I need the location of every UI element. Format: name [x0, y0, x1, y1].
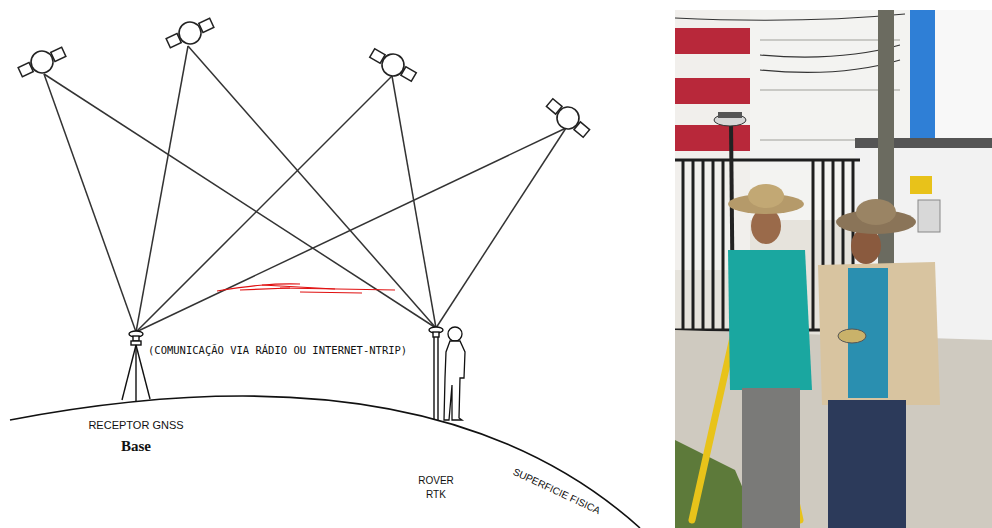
node-subtitle: Base: [78, 437, 194, 455]
communication-note: (COMUNICAÇÃO VIA RÁDIO OU INTERNET-NTRIP…: [148, 344, 407, 356]
signal-line: [188, 46, 436, 328]
field-photo: [712, 160, 715, 330]
base-receiver: [133, 336, 139, 341]
signal-line: [436, 128, 566, 328]
field-photo: [675, 10, 992, 528]
field-photo: [812, 160, 815, 330]
signal-line: [136, 128, 566, 332]
signal-line: [44, 74, 136, 332]
radio-link: [217, 284, 300, 291]
field-photo: [748, 184, 784, 208]
base-receiver: [135, 345, 136, 401]
satellite-symbol: [543, 94, 594, 142]
satellite-symbol: [16, 42, 69, 82]
field-photo: [718, 112, 742, 118]
field-photo: [675, 125, 750, 151]
rover-receiver-node: ROVER RTK: [406, 472, 466, 506]
base-receiver-node: RECEPTOR GNSS Base: [78, 416, 194, 462]
field-photo: [675, 78, 750, 104]
field-photo: [722, 160, 725, 330]
operator-silhouette: [444, 341, 465, 420]
field-photo: [818, 262, 940, 405]
satellite-symbol: [378, 50, 408, 80]
field-photo: [742, 388, 800, 528]
field-photo: [900, 10, 992, 140]
field-photo: [838, 329, 866, 343]
field-photo: [675, 14, 905, 20]
field-photo: [702, 160, 705, 330]
satellite-symbol: [367, 43, 420, 86]
signal-line: [44, 46, 566, 332]
operator-silhouette: [448, 327, 462, 341]
rover-receiver: [429, 327, 443, 420]
field-photo: [855, 138, 992, 148]
signal-line: [44, 74, 436, 328]
signal-line: [392, 76, 436, 328]
satellite-symbol: [27, 47, 56, 76]
radio-link: [217, 284, 395, 293]
field-photo: [675, 14, 905, 72]
node-title: ROVER RTK: [415, 474, 457, 502]
radio-link: [300, 292, 362, 293]
node-title: RECEPTOR GNSS: [78, 418, 194, 432]
satellite-symbol: [553, 103, 584, 134]
rover-receiver: [433, 332, 439, 337]
ground-surface: [10, 396, 640, 528]
field-photo: [682, 160, 685, 330]
radio-link: [240, 288, 290, 290]
base-receiver: [122, 331, 150, 401]
field-photo: [675, 10, 992, 528]
base-receiver: [122, 345, 136, 400]
rover-receiver: [433, 337, 434, 420]
field-photo: [692, 160, 695, 330]
field-photo: [675, 28, 750, 54]
satellite-symbol: [164, 13, 217, 53]
satellite-symbol: [175, 18, 204, 47]
rover-receiver: [437, 337, 438, 420]
radio-link: [280, 288, 395, 290]
field-photo: [910, 176, 932, 194]
signal-line: [136, 76, 392, 332]
base-receiver: [131, 341, 141, 345]
field-photo: [828, 400, 906, 528]
field-photo: [728, 250, 812, 390]
base-receiver: [136, 345, 150, 399]
operator-silhouette: [444, 327, 465, 420]
field-photo: [918, 200, 940, 232]
field-photo: [935, 10, 992, 140]
surface-label: SUPERFICIE FISICA: [511, 466, 602, 516]
field-photo: [856, 199, 896, 225]
signal-line: [136, 46, 188, 332]
